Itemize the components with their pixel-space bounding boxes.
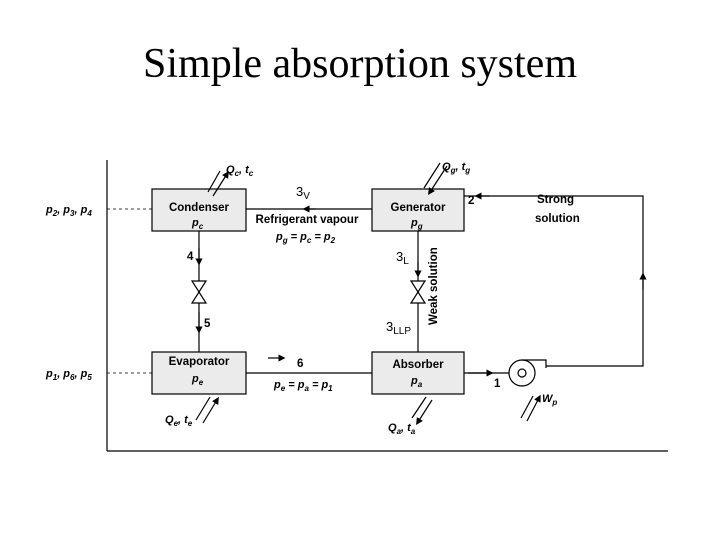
expansion-valve-icon <box>190 280 208 304</box>
pressure-equality: pg = pc = p2 <box>275 231 336 245</box>
annotation-liquid: 3L <box>396 249 409 267</box>
annotation-liquid-lp: 3LLP <box>386 319 411 337</box>
strong-solution-label-1: Strong <box>537 194 574 206</box>
evaporator-box: Evaporator pe <box>151 351 247 395</box>
pump-work-arrow <box>520 394 541 422</box>
annotation-vapour: 3V <box>296 184 310 202</box>
strong-solution-label-2: solution <box>535 213 580 225</box>
generator-heat-label: Qg, tg <box>442 161 470 175</box>
evaporator-heat-arrow <box>195 396 219 424</box>
absorber-label: Absorber <box>392 359 444 371</box>
generator-box: Generator pg <box>371 188 465 232</box>
evaporator-heat-label: Qe, te <box>165 414 193 428</box>
solution-valve-icon <box>409 280 427 304</box>
pump-work-label: Wp <box>542 393 557 407</box>
low-pressure-label: p1, p6, p5 <box>45 368 92 382</box>
absorber-heat-arrow <box>411 396 433 426</box>
absorber-heat-label: Qa, ta <box>388 422 416 436</box>
page-title: Simple absorption system <box>143 41 577 87</box>
state-point-1: 1 <box>494 378 501 390</box>
condenser-heat-label: Qc, tc <box>226 164 254 178</box>
high-pressure-label: p2, p3, p4 <box>45 204 92 218</box>
state-point-5: 5 <box>204 318 211 330</box>
condenser-heat-arrow <box>207 170 229 197</box>
state-point-2: 2 <box>468 195 474 207</box>
absorber-box: Absorber pa <box>371 351 465 395</box>
generator-label: Generator <box>391 202 446 214</box>
evaporator-label: Evaporator <box>169 356 230 368</box>
state-point-6: 6 <box>297 358 303 370</box>
condenser-label: Condenser <box>169 202 230 214</box>
generator-heat-arrow <box>423 162 448 196</box>
state-point-4: 4 <box>187 251 194 263</box>
weak-solution-label: Weak solution <box>428 247 440 325</box>
low-pressure-equality: pe = pa = p1 <box>273 379 333 393</box>
condenser-box: Condenser pc <box>151 188 247 232</box>
pump-icon <box>508 359 547 387</box>
refrigerant-vapour-label: Refrigerant vapour <box>256 214 359 226</box>
